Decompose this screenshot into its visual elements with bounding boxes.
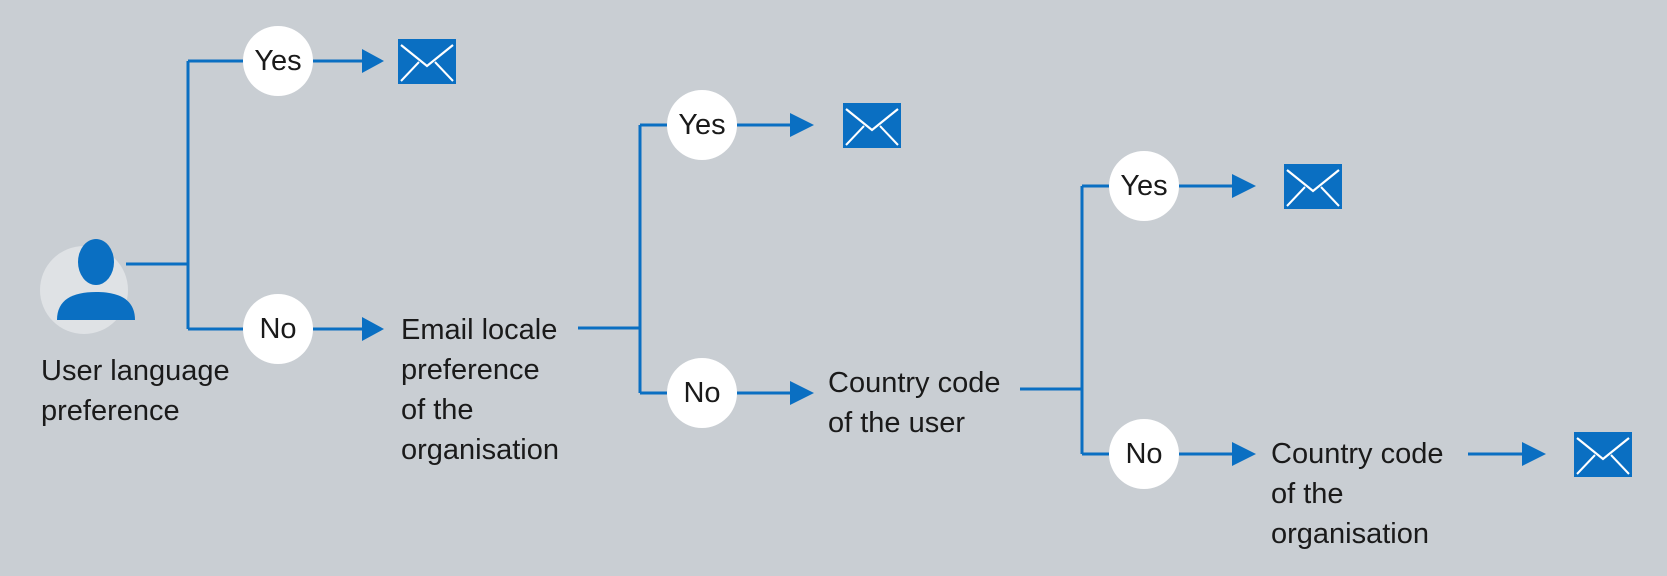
start-label-line: User language — [41, 355, 230, 387]
step-2-label: Email locale preference of the organisat… — [401, 310, 559, 470]
step-3-label-line: of the user — [828, 407, 966, 439]
decision-3-yes-node — [1109, 151, 1179, 221]
arrow-head — [790, 381, 814, 405]
envelope-icon — [1572, 430, 1634, 479]
step-4-label: Country code of the organisation — [1271, 434, 1444, 554]
decision-2-no-label: No — [683, 377, 720, 409]
user-icon — [40, 239, 135, 334]
step-3-label-line: Country code — [828, 367, 1001, 399]
envelope-icon — [396, 37, 458, 86]
start-label: User language preference — [41, 351, 230, 431]
decision-3-no-label: No — [1125, 438, 1162, 470]
start-label-line: preference — [41, 395, 180, 427]
decision-1-yes-label: Yes — [254, 45, 301, 77]
arrow-head — [1232, 442, 1256, 466]
step-3-label: Country code of the user — [828, 363, 1001, 443]
arrow-head — [1522, 442, 1546, 466]
decision-3-no-node — [1109, 419, 1179, 489]
decision-3-yes-label: Yes — [1120, 170, 1167, 202]
envelope-icon — [1282, 162, 1344, 211]
branch-1-connectors — [126, 59, 366, 331]
decision-1-yes-node — [243, 26, 313, 96]
decision-2-yes-node — [667, 90, 737, 160]
decision-2-yes-label: Yes — [678, 109, 725, 141]
arrow-head — [362, 49, 384, 73]
step-2-label-line: organisation — [401, 434, 559, 466]
branch-2-connectors — [578, 123, 794, 395]
decision-2-no-node — [667, 358, 737, 428]
branch-3-connectors — [1020, 184, 1526, 456]
arrow-head — [362, 317, 384, 341]
decision-1-no-label: No — [259, 313, 296, 345]
arrow-head — [790, 113, 814, 137]
step-2-label-line: preference — [401, 354, 540, 386]
step-4-label-line: of the — [1271, 478, 1344, 510]
step-2-label-line: Email locale — [401, 314, 558, 346]
envelope-icon — [841, 101, 903, 150]
step-2-label-line: of the — [401, 394, 474, 426]
step-4-label-line: Country code — [1271, 438, 1444, 470]
decision-1-no-node — [243, 294, 313, 364]
arrow-head — [1232, 174, 1256, 198]
step-4-label-line: organisation — [1271, 518, 1429, 550]
